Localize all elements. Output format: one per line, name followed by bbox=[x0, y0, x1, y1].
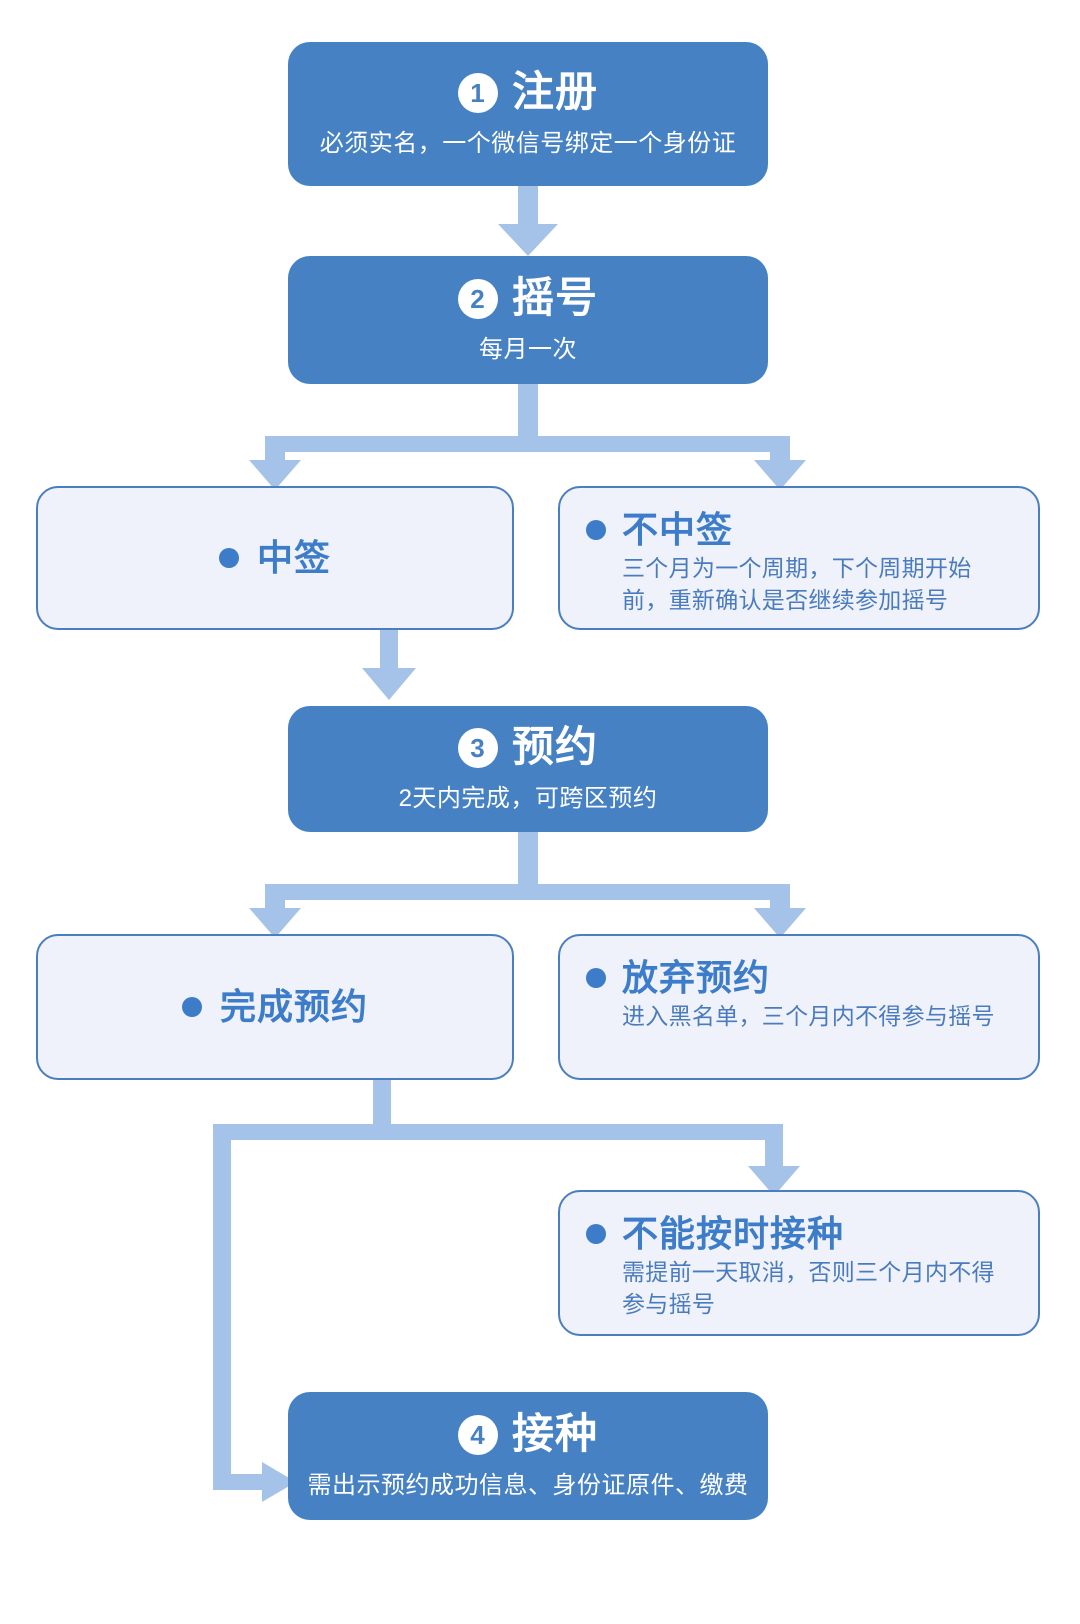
branch-lose-box[interactable]: 不中签 三个月为一个周期，下个周期开始前，重新确认是否继续参加摇号 bbox=[558, 486, 1040, 630]
step-number-badge: 1 bbox=[457, 72, 498, 113]
branch-booked-box[interactable]: 完成预约 bbox=[36, 934, 514, 1080]
branch-giveup-box[interactable]: 放弃预约 进入黑名单，三个月内不得参与摇号 bbox=[558, 934, 1040, 1080]
step-register-subtitle: 必须实名，一个微信号绑定一个身份证 bbox=[319, 129, 737, 157]
step-vaccination-subtitle: 需出示预约成功信息、身份证原件、缴费 bbox=[307, 1471, 749, 1499]
branch-giveup-body: 进入黑名单，三个月内不得参与摇号 bbox=[622, 1002, 995, 1029]
branch-giveup-title: 放弃预约 bbox=[622, 957, 771, 998]
step-title-text: 接种 bbox=[511, 1410, 598, 1458]
step-title-text: 注册 bbox=[511, 68, 598, 116]
step-number-badge: 4 bbox=[457, 1414, 498, 1455]
step-lottery-subtitle: 每月一次 bbox=[479, 335, 577, 363]
bullet-dot bbox=[586, 520, 606, 540]
step-number-badge: 3 bbox=[457, 727, 498, 768]
step-lottery-box[interactable]: 2 摇号 每月一次 bbox=[288, 256, 768, 384]
bullet-dot bbox=[586, 1224, 606, 1244]
step-register-box[interactable]: 1 注册 必须实名，一个微信号绑定一个身份证 bbox=[288, 42, 768, 186]
bullet-dot bbox=[218, 548, 239, 568]
connector-lottery-split bbox=[249, 384, 806, 490]
step-appointment-box[interactable]: 3 预约 2天内完成，可跨区预约 bbox=[288, 706, 768, 832]
step-appointment-title: 3 预约 bbox=[457, 723, 598, 771]
step-title-text: 摇号 bbox=[511, 274, 598, 322]
step-lottery-title: 2 摇号 bbox=[457, 274, 598, 322]
branch-lose-body: 三个月为一个周期，下个周期开始前，重新确认是否继续参加摇号 bbox=[622, 554, 972, 614]
branch-miss-body: 需提前一天取消，否则三个月内不得参与摇号 bbox=[622, 1258, 995, 1318]
branch-win-title: 中签 bbox=[256, 537, 331, 579]
branch-win-box[interactable]: 中签 bbox=[36, 486, 514, 630]
bullet-dot bbox=[586, 968, 606, 988]
step-number-badge: 2 bbox=[457, 278, 498, 319]
arrow-register-to-lottery bbox=[498, 186, 558, 256]
arrow-win-to-appointment bbox=[362, 630, 416, 700]
branch-miss-box[interactable]: 不能按时接种 需提前一天取消，否则三个月内不得参与摇号 bbox=[558, 1190, 1040, 1336]
connector-appointment-split bbox=[249, 832, 806, 938]
branch-booked-title: 完成预约 bbox=[219, 986, 368, 1028]
branch-miss-title: 不能按时接种 bbox=[622, 1213, 845, 1254]
step-vaccination-box[interactable]: 4 接种 需出示预约成功信息、身份证原件、缴费 bbox=[288, 1392, 768, 1520]
connector-booked-split bbox=[213, 1080, 800, 1502]
step-appointment-subtitle: 2天内完成，可跨区预约 bbox=[398, 784, 658, 812]
bullet-dot bbox=[181, 997, 202, 1017]
step-register-title: 1 注册 bbox=[457, 68, 598, 116]
step-vaccination-title: 4 接种 bbox=[457, 1410, 598, 1458]
step-title-text: 预约 bbox=[511, 723, 598, 771]
branch-lose-title: 不中签 bbox=[622, 509, 734, 550]
